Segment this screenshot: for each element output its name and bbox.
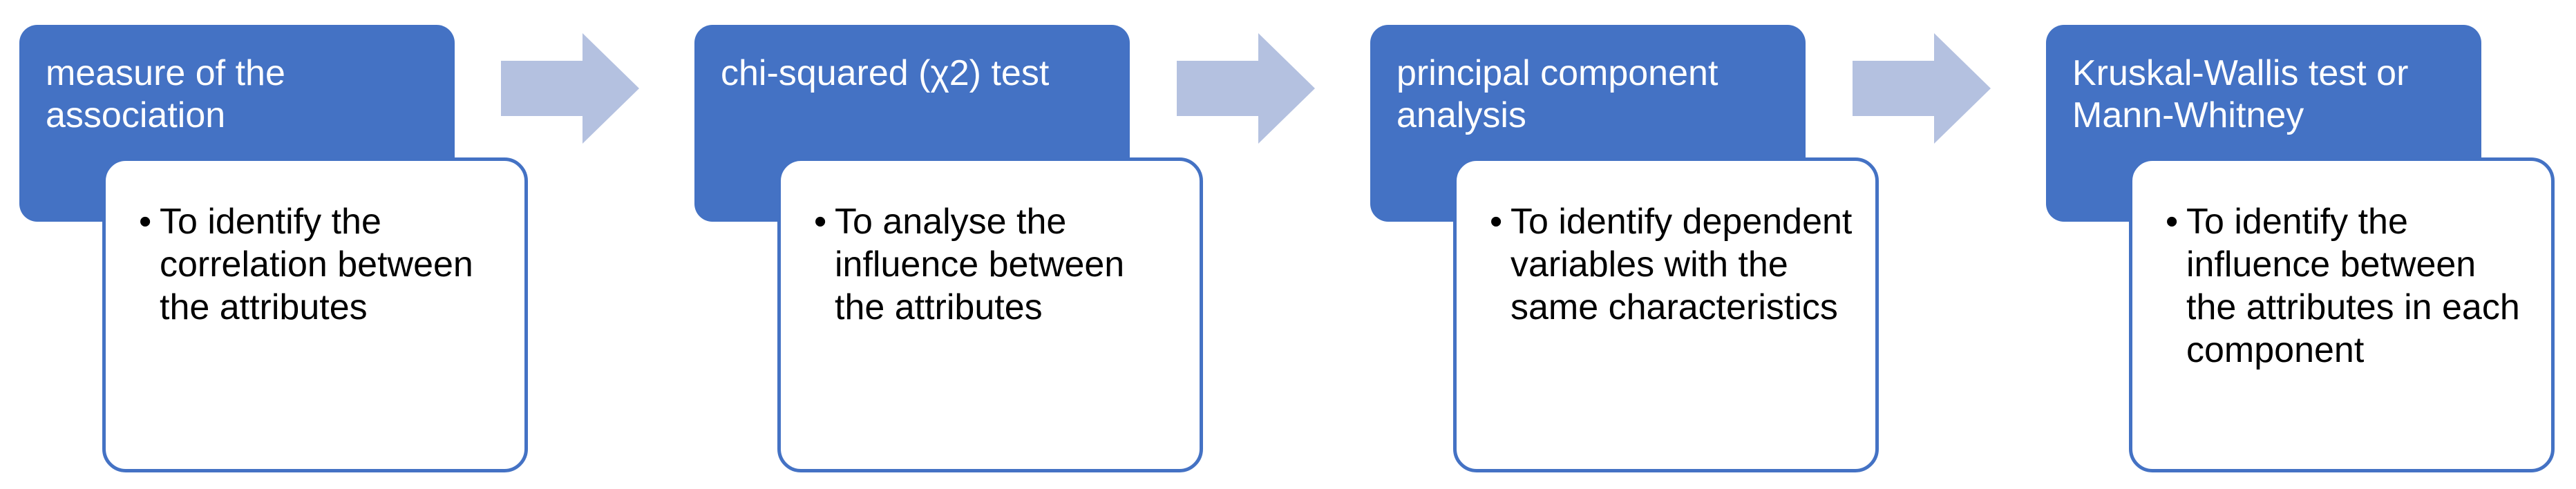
arrow-right-icon	[1853, 33, 1991, 144]
step-1-header-text: measure of the association	[46, 53, 285, 136]
step-4-detail-box: • To identify the influence between the …	[2129, 157, 2555, 472]
arrow-right-icon	[501, 33, 639, 144]
bullet-icon: •	[139, 202, 152, 242]
bullet-icon: •	[2166, 202, 2179, 242]
step-3-detail-text: To identify dependent variables with the…	[1510, 202, 1853, 327]
step-1: measure of the association • To identify…	[19, 0, 538, 489]
step-4-header-text: Kruskal-Wallis test or Mann-Whitney	[2072, 53, 2409, 136]
arrow-right-icon	[1177, 33, 1315, 144]
step-1-detail-box: • To identify the correlation between th…	[102, 157, 528, 472]
step-2-detail-box: • To analyse the influence between the a…	[777, 157, 1203, 472]
step-2-detail-text: To analyse the influence between the att…	[835, 202, 1125, 327]
step-2: chi-squared (χ2) test • To analyse the i…	[694, 0, 1213, 489]
step-1-bullet-item: • To identify the correlation between th…	[139, 201, 504, 329]
step-3-bullet-item: • To identify dependent variables with t…	[1490, 201, 1855, 329]
step-3-detail-box: • To identify dependent variables with t…	[1453, 157, 1879, 472]
step-3: principal component analysis • To identi…	[1370, 0, 1888, 489]
bullet-icon: •	[814, 202, 827, 242]
step-1-detail-text: To identify the correlation between the …	[160, 202, 473, 327]
step-2-bullet-item: • To analyse the influence between the a…	[814, 201, 1179, 329]
step-2-header-text: chi-squared (χ2) test	[721, 53, 1050, 93]
step-4-bullet-item: • To identify the influence between the …	[2166, 201, 2530, 372]
step-3-header-text: principal component analysis	[1396, 53, 1718, 136]
bullet-icon: •	[1490, 202, 1503, 242]
step-4: Kruskal-Wallis test or Mann-Whitney • To…	[2046, 0, 2564, 489]
step-4-detail-text: To identify the influence between the at…	[2186, 202, 2520, 370]
